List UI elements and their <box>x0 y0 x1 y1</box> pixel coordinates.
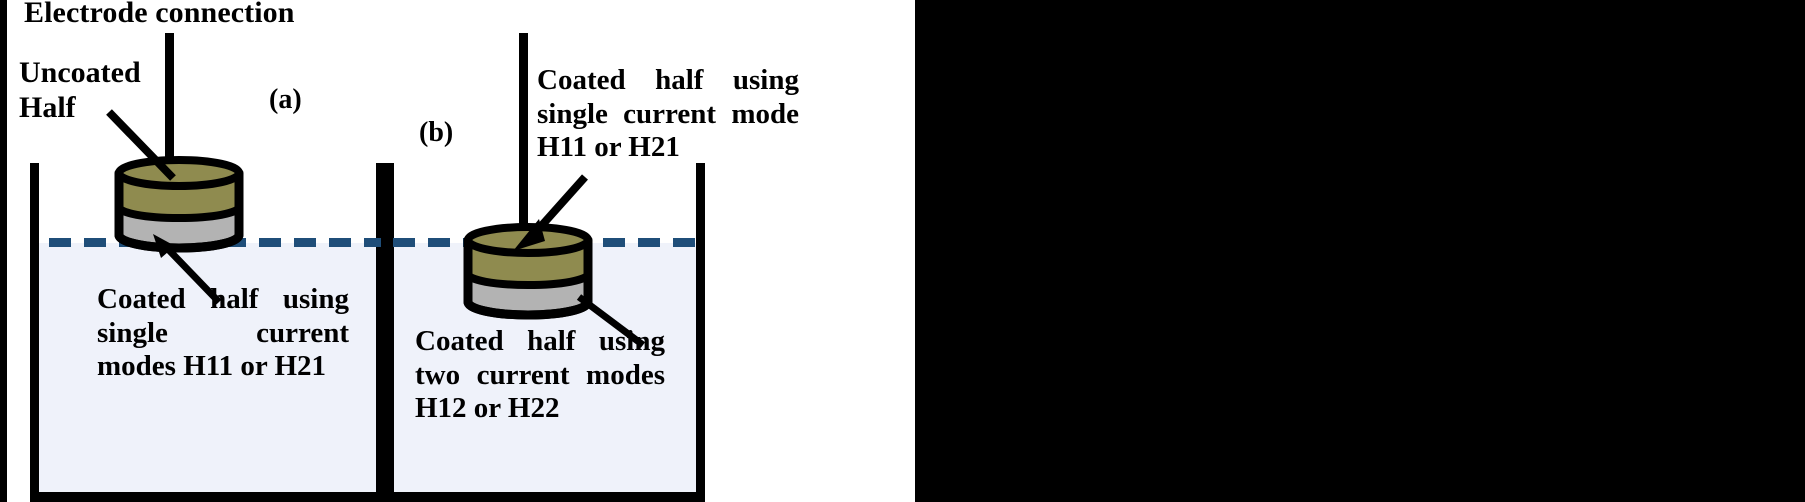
label-uncoated-half: Uncoated Half <box>19 56 141 124</box>
electrode-rod-left <box>165 33 174 195</box>
leader-coated-left <box>153 234 222 305</box>
panel-a-label: (a) <box>269 84 302 115</box>
beaker-left <box>30 163 385 502</box>
panel-b-label: (b) <box>419 117 454 148</box>
leader-uncoated-half <box>106 109 176 181</box>
electrolyte-fill-left <box>39 243 376 492</box>
label-electrode-connection: Electrode connection <box>24 0 295 29</box>
beaker-right <box>385 163 705 502</box>
label-coated-half-left: Coated half using single current modes H… <box>97 283 349 383</box>
figure-canvas: Electrode connection Uncoated Half (a) C… <box>7 0 915 502</box>
label-coated-half-right-top: Coated half using single current mode H1… <box>537 64 807 164</box>
electrode-rod-right <box>519 33 528 261</box>
sample-disc-right <box>463 223 593 320</box>
leader-coated-right-bottom <box>576 294 646 348</box>
leader-coated-right-top <box>513 174 588 251</box>
sample-disc-left <box>114 156 244 253</box>
label-coated-half-right-bottom: Coated half using two current modes H12 … <box>415 325 665 425</box>
